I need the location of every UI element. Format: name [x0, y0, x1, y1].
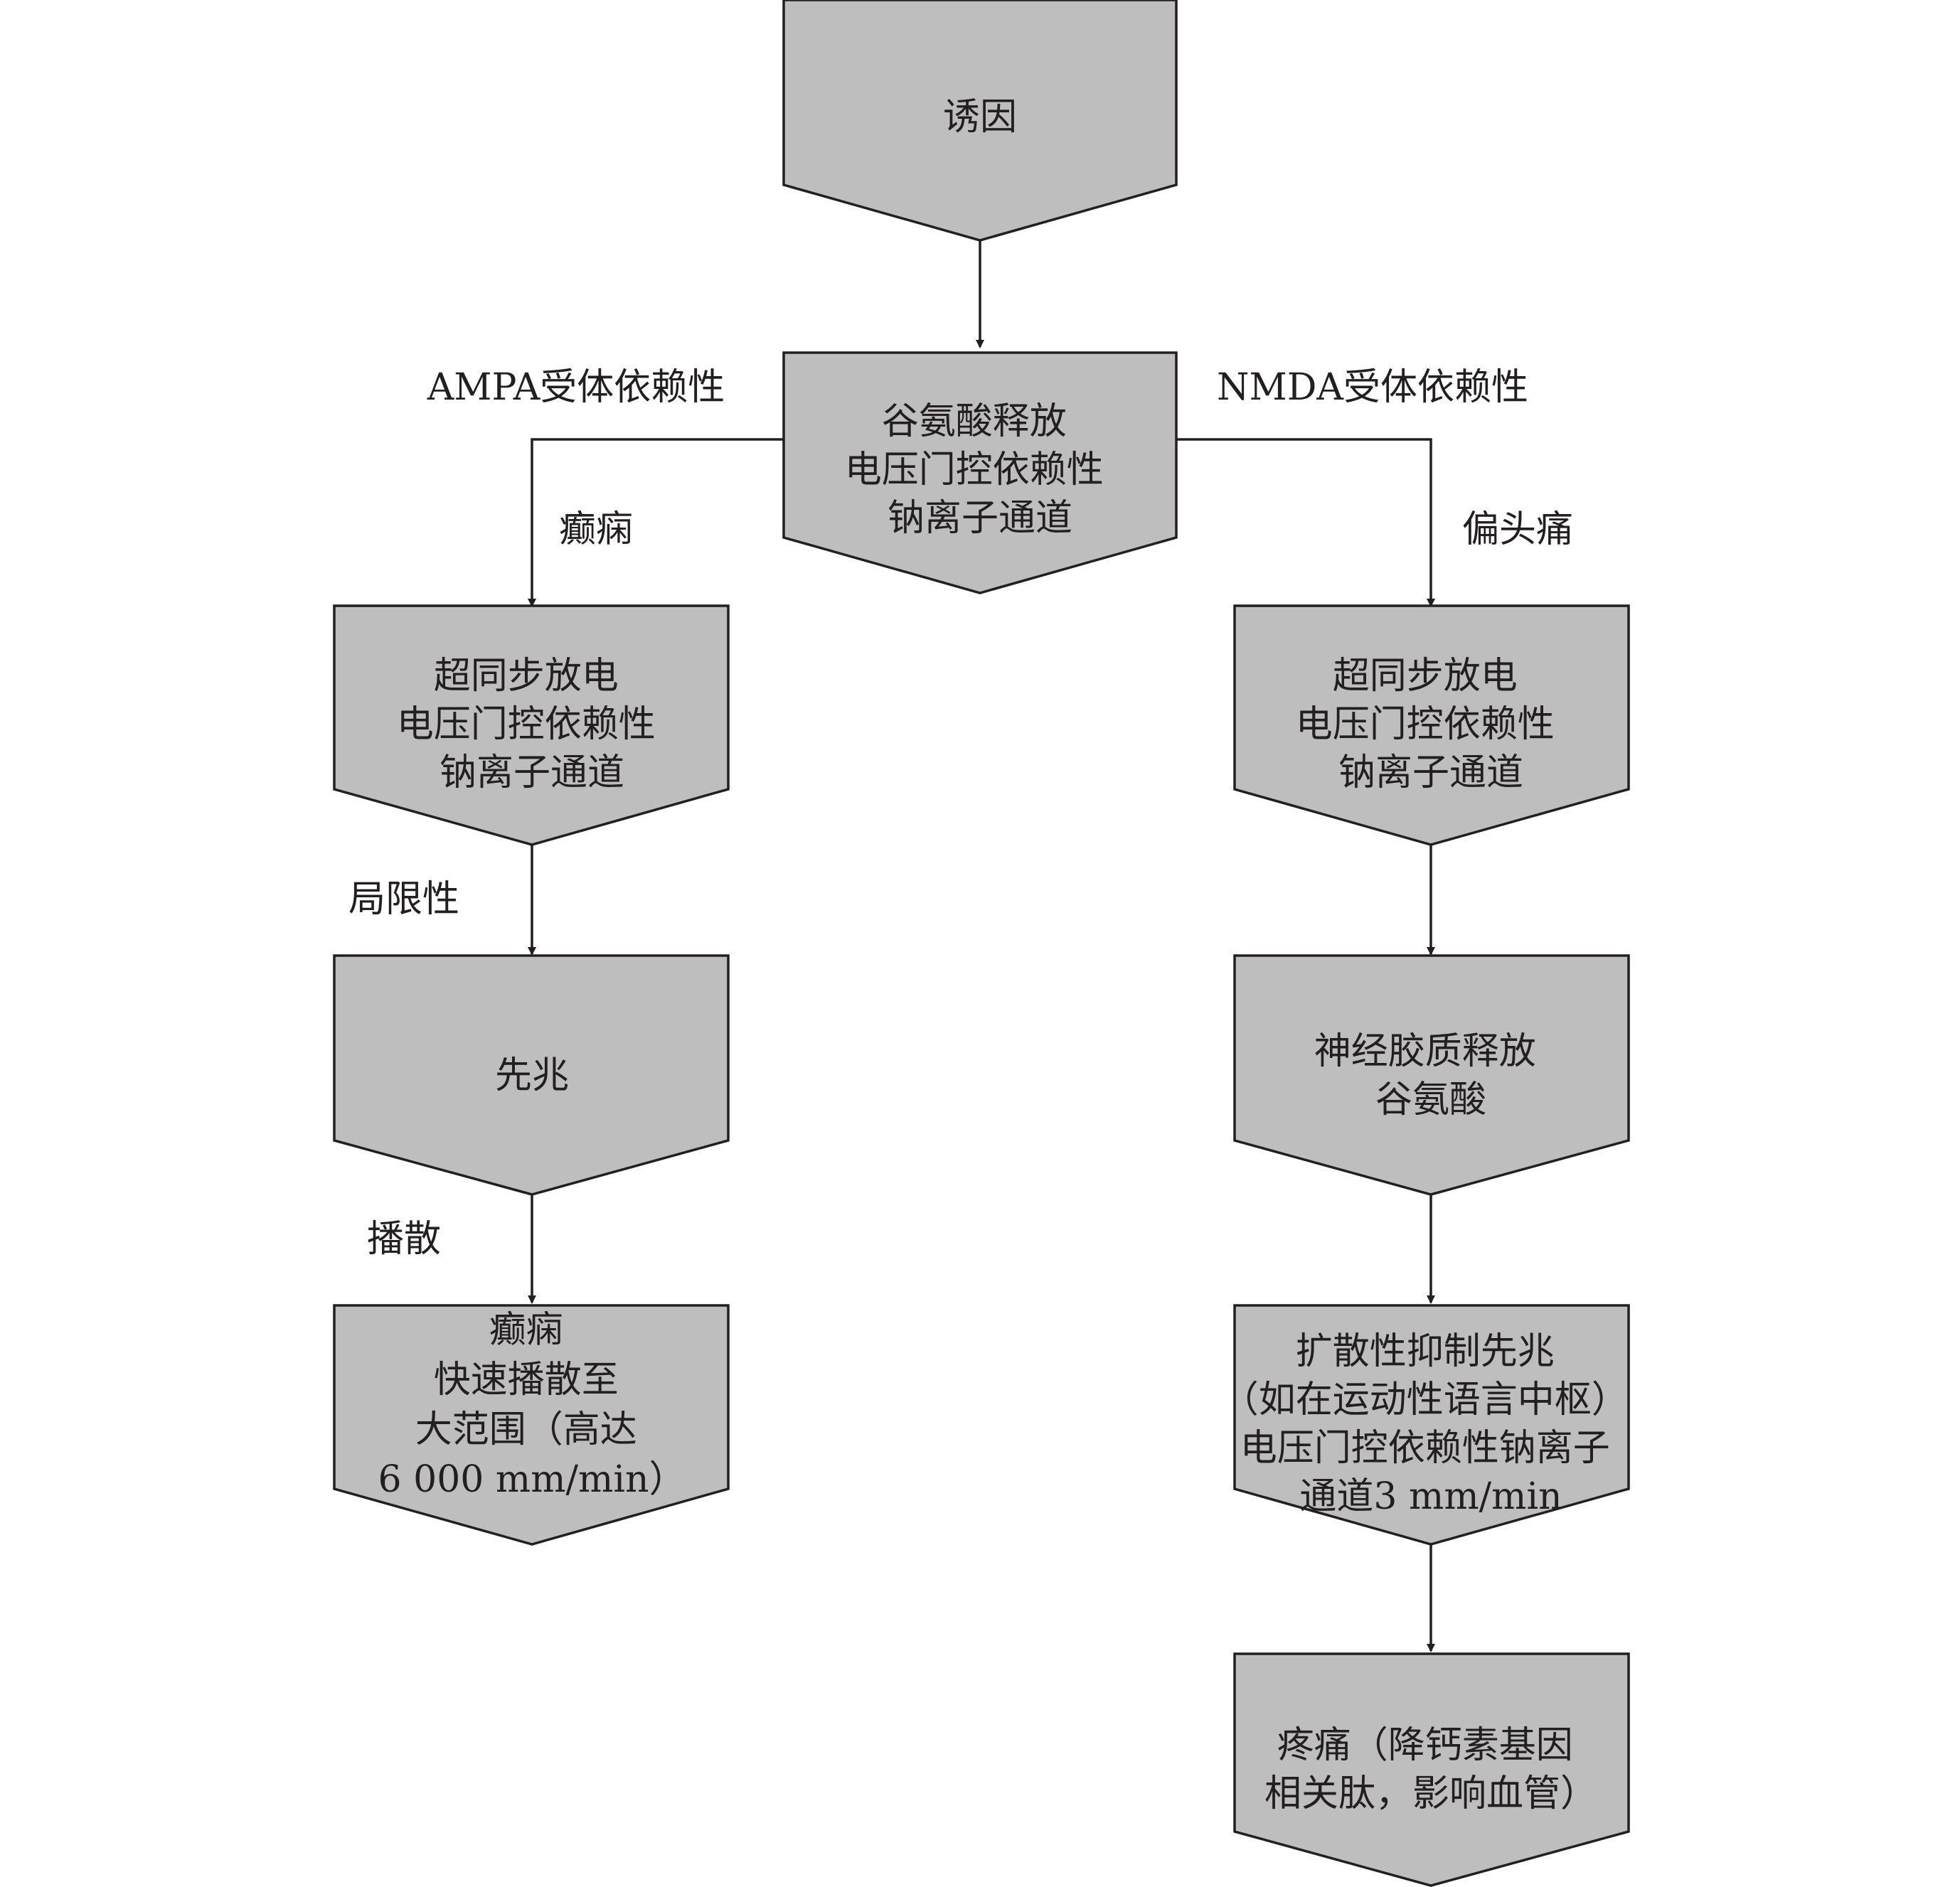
edge-glutamate-to-hypersync-left — [528, 438, 784, 607]
nodes: 诱因 谷氨酸释放 电压门控依赖性 钠离子通道 超同步放电 电压门控依赖性 钠离子… — [333, 0, 1641, 1887]
node-pain-text: 疼痛（降钙素基因 相关肽，影响血管） — [1264, 1724, 1597, 1815]
node-epilepsy-spread: 癫痫 快速播散至 大范围（高达 6 000 mm/min） — [333, 1304, 730, 1546]
node-hypersync-left-text: 超同步放电 电压门控依赖性 钠离子通道 — [397, 655, 668, 794]
node-glia-release: 神经胶质释放 谷氨酸 — [1233, 954, 1630, 1196]
edge-label-spread: 播散 — [367, 1218, 441, 1261]
node-hypersync-right-text: 超同步放电 电压门控依赖性 钠离子通道 — [1296, 655, 1567, 794]
edges — [528, 240, 1435, 1652]
edge-glutamate-to-hypersync-right — [1176, 438, 1435, 607]
node-hypersync-left: 超同步放电 电压门控依赖性 钠离子通道 — [333, 604, 730, 846]
node-aura-text: 先兆 — [495, 1054, 569, 1097]
node-glia-release-shape — [1233, 954, 1630, 1196]
node-spreading-depression: 扩散性抑制先兆 （如在运动性语言中枢） 电压门控依赖性钠离子 通道3 mm/mi… — [1222, 1304, 1641, 1546]
node-epilepsy-spread-text: 癫痫 快速播散至 大范围（高达 6 000 mm/min） — [378, 1309, 686, 1501]
node-epilepsy-spread-shape — [333, 1304, 730, 1546]
edge-label-epilepsy: 癫痫 — [559, 508, 633, 551]
node-trigger: 诱因 — [782, 0, 1178, 242]
node-glia-release-text: 神经胶质释放 谷氨酸 — [1314, 1030, 1548, 1121]
edge-labels: AMPA受体依赖性 NMDA受体依赖性 癫痫 偏头痛 局限性 播散 — [348, 366, 1573, 1261]
node-aura: 先兆 — [333, 954, 730, 1196]
edge-label-ampa: AMPA受体依赖性 — [427, 366, 725, 409]
node-glutamate-release-text: 谷氨酸释放 电压门控依赖性 钠离子通道 — [845, 400, 1116, 540]
node-spreading-depression-text: 扩散性抑制先兆 （如在运动性语言中枢） 电压门控依赖性钠离子 通道3 mm/mi… — [1222, 1330, 1641, 1518]
node-hypersync-right: 超同步放电 电压门控依赖性 钠离子通道 — [1233, 604, 1630, 846]
node-glutamate-release: 谷氨酸释放 电压门控依赖性 钠离子通道 — [782, 351, 1178, 594]
node-hypersync-left-shape — [333, 604, 730, 846]
node-trigger-text: 诱因 — [943, 96, 1017, 139]
node-trigger-shape — [782, 0, 1178, 242]
node-spreading-depression-shape — [1233, 1304, 1630, 1546]
edge-label-localized: 局限性 — [348, 878, 459, 921]
node-aura-shape — [333, 954, 730, 1196]
edge-label-nmda: NMDA受体依赖性 — [1217, 366, 1528, 409]
node-glutamate-release-shape — [782, 351, 1178, 594]
node-pain-shape — [1233, 1652, 1630, 1887]
node-hypersync-right-shape — [1233, 604, 1630, 846]
node-pain: 疼痛（降钙素基因 相关肽，影响血管） — [1233, 1652, 1630, 1887]
edge-label-migraine: 偏头痛 — [1462, 508, 1573, 551]
